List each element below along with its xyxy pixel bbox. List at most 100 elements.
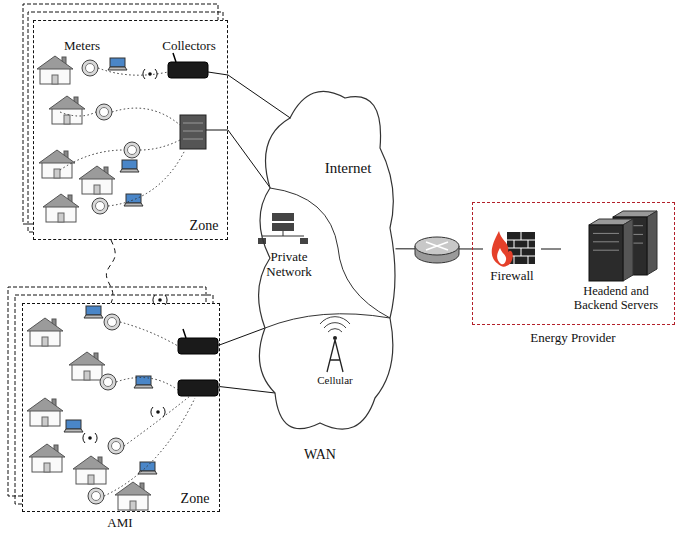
drawing-part bbox=[86, 64, 95, 73]
node-label: Cellular bbox=[305, 374, 365, 387]
part-label: Meters bbox=[50, 39, 114, 54]
collector-box bbox=[168, 62, 208, 78]
meter-icon bbox=[96, 104, 112, 120]
drawing-part bbox=[120, 169, 139, 172]
node-label: WAN bbox=[290, 447, 350, 463]
network-link bbox=[106, 240, 115, 303]
network-link bbox=[541, 249, 561, 250]
drawing-part bbox=[82, 178, 112, 194]
server-node: Headend and Backend Servers bbox=[561, 207, 671, 319]
part-label: AMI bbox=[98, 516, 142, 531]
drawing-part bbox=[134, 385, 153, 388]
house-icon bbox=[73, 456, 109, 484]
flame bbox=[492, 231, 513, 267]
collector-antenna bbox=[173, 53, 176, 62]
drawing-part bbox=[110, 58, 125, 67]
server-side bbox=[647, 211, 657, 275]
drawing-part bbox=[49, 96, 85, 109]
drawing-part bbox=[104, 314, 120, 330]
drawing-part bbox=[88, 475, 94, 484]
collector-antenna bbox=[183, 329, 186, 338]
collector-link bbox=[208, 72, 228, 75]
house-icon bbox=[29, 444, 65, 472]
node-label: Firewall bbox=[483, 269, 541, 284]
node-label: Zone bbox=[184, 218, 224, 234]
drawing-part bbox=[104, 378, 113, 387]
drawing-part bbox=[151, 407, 165, 417]
house-icon bbox=[39, 150, 75, 178]
meter-icon bbox=[100, 374, 116, 390]
drawing-part bbox=[37, 56, 73, 69]
laptop-icon bbox=[120, 160, 139, 172]
drawing-part bbox=[128, 146, 137, 155]
cloud-divider bbox=[265, 314, 390, 328]
wireless-link bbox=[104, 398, 195, 496]
drawing-part bbox=[94, 185, 100, 194]
network-link bbox=[220, 328, 265, 345]
drawing-part bbox=[86, 306, 101, 315]
brick-line bbox=[521, 248, 522, 256]
drawing-part bbox=[136, 376, 151, 385]
zone-box: Zone bbox=[22, 303, 220, 512]
drive-bay bbox=[593, 241, 619, 242]
drawing-part bbox=[100, 108, 109, 117]
drawing-part bbox=[124, 203, 143, 206]
drawing-part bbox=[108, 438, 124, 454]
collector-devices bbox=[168, 53, 228, 396]
internet-region: Internet bbox=[312, 160, 384, 182]
drawing-part bbox=[52, 108, 82, 124]
router-arrows bbox=[426, 242, 448, 250]
wireless-link bbox=[112, 108, 180, 125]
drawing-part bbox=[82, 60, 98, 76]
private-network-region: Private Network bbox=[254, 250, 324, 288]
drawing-part bbox=[96, 104, 112, 120]
network-server bbox=[272, 213, 294, 221]
drawing-part bbox=[39, 150, 75, 163]
drawing-part bbox=[32, 456, 62, 472]
wireless-link bbox=[124, 396, 190, 446]
drawing-part bbox=[79, 166, 115, 179]
drawing-part bbox=[92, 198, 108, 214]
drive-bay bbox=[593, 233, 619, 234]
wireless-link bbox=[108, 150, 185, 206]
server-front bbox=[589, 225, 623, 281]
drawing-part bbox=[44, 463, 50, 472]
drawing-part bbox=[122, 160, 137, 169]
drawing-part bbox=[29, 444, 65, 457]
drawing-part bbox=[76, 468, 106, 484]
drawing-part bbox=[108, 67, 127, 70]
part-label: Collectors bbox=[152, 39, 226, 54]
house-icon bbox=[27, 398, 63, 426]
drawing-part bbox=[118, 494, 148, 510]
cloud-icons bbox=[258, 213, 350, 372]
firewall-node: Firewall bbox=[483, 228, 541, 288]
house-icon bbox=[69, 352, 105, 380]
house-icon bbox=[79, 166, 115, 194]
meter-icon bbox=[82, 60, 98, 76]
drawing-part bbox=[96, 202, 105, 211]
premises bbox=[27, 56, 195, 510]
drawing-part bbox=[124, 142, 140, 158]
node-label: Energy Provider bbox=[513, 331, 633, 346]
server-stripe bbox=[183, 131, 203, 132]
cell-waves bbox=[320, 317, 350, 332]
drawing-part bbox=[42, 417, 48, 426]
house-icon bbox=[37, 56, 73, 84]
brick-line bbox=[521, 232, 522, 240]
drive-bay bbox=[593, 250, 619, 251]
drawing-part bbox=[43, 194, 79, 207]
energy-provider-box: Energy ProviderFirewallHeadend and Backe… bbox=[472, 202, 675, 325]
drawing-part bbox=[108, 318, 117, 327]
router-symbol bbox=[415, 237, 459, 263]
wireless-link bbox=[60, 112, 96, 116]
drawing-part bbox=[83, 433, 97, 443]
drawing-part bbox=[84, 315, 103, 318]
drawing-part bbox=[27, 398, 63, 411]
laptop-icon bbox=[64, 420, 83, 432]
brick-line bbox=[528, 256, 529, 264]
node-label: Zone bbox=[175, 491, 215, 507]
network-server bbox=[272, 223, 294, 231]
zone-frame bbox=[8, 287, 206, 496]
